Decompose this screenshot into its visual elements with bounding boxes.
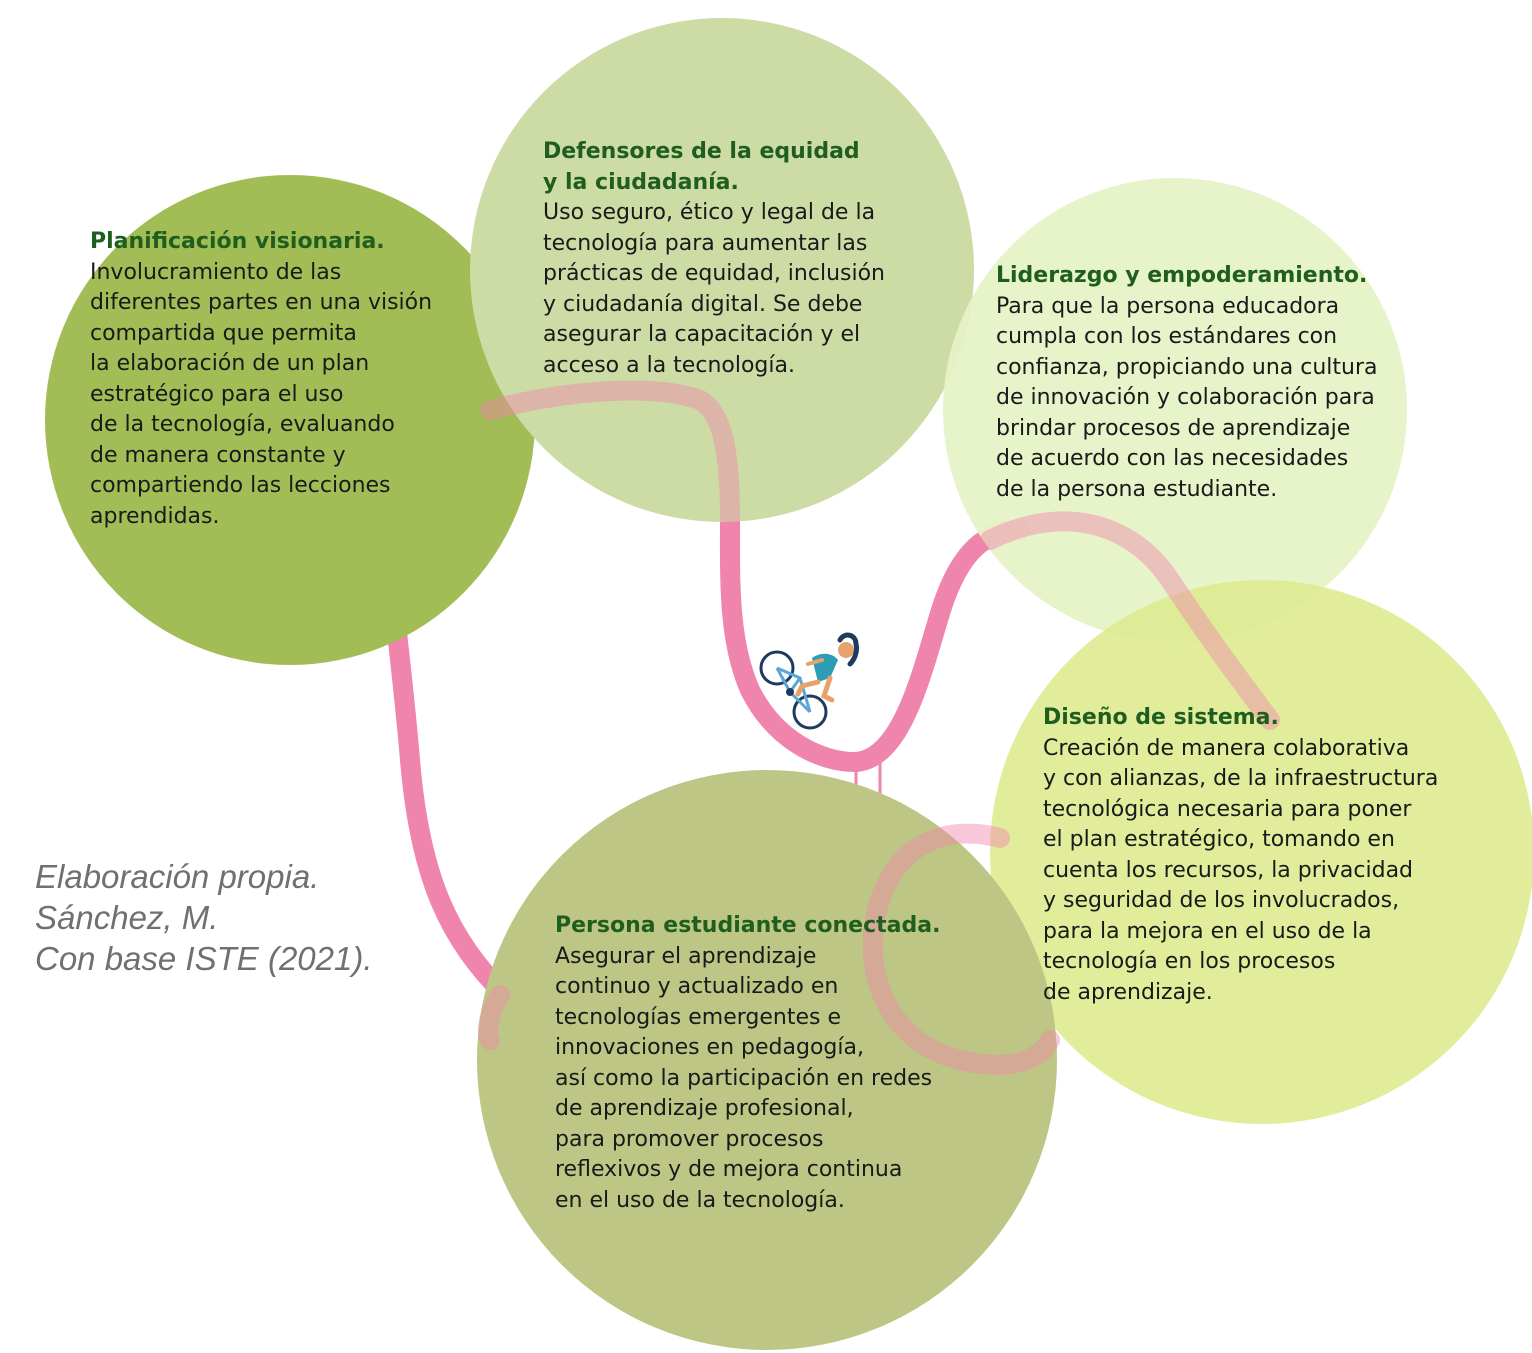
circle-diseno — [990, 580, 1532, 1124]
winding-path-overlay — [980, 511, 1280, 730]
block-line: el plan estratégico, tomando en — [1043, 827, 1395, 852]
block-line: compartida que permita — [90, 320, 357, 346]
block-line: compartiendo las lecciones — [90, 473, 391, 498]
block-line: prácticas de equidad, inclusión — [543, 261, 885, 286]
block-line: Creación de manera colaborativa — [1043, 735, 1410, 761]
block-line: y con alianzas, de la infraestructura — [1043, 766, 1439, 791]
block-line: de aprendizaje profesional, — [555, 1096, 854, 1121]
circle-persona — [477, 770, 1057, 1350]
block-title: Planificación visionaria. — [90, 229, 385, 254]
circle-planificacion — [45, 175, 535, 665]
block-line: de la persona estudiante. — [996, 476, 1278, 502]
source-credit: Elaboración propia. Sánchez, M. Con base… — [35, 856, 373, 979]
block-line: innovaciones en pedagogía, — [555, 1035, 864, 1060]
block-line: aprendidas. — [90, 503, 220, 529]
block-defensores: Defensores de la equidad y la ciudadanía… — [543, 137, 885, 381]
block-line: y ciudadanía digital. Se debe — [543, 291, 863, 317]
winding-path-overlay — [862, 823, 1060, 1075]
block-line: para la mejora en el uso de la — [1043, 918, 1372, 944]
block-title: Defensores de la equidad — [543, 139, 860, 164]
credit-line: Elaboración propia. — [35, 858, 320, 895]
block-line: confianza, propiciando una cultura — [996, 354, 1378, 380]
block-line: tecnología en los procesos — [1043, 949, 1336, 974]
block-line: Uso seguro, ético y legal de la — [543, 200, 876, 225]
block-title: y la ciudadanía. — [543, 169, 739, 195]
block-liderazgo: Liderazgo y empoderamiento. Para que la … — [996, 261, 1378, 505]
block-line: de la tecnología, evaluando — [90, 412, 395, 437]
block-line: la elaboración de un plan — [90, 351, 370, 376]
block-line: de innovación y colaboración para — [996, 385, 1375, 410]
credit-line: Con base ISTE (2021). — [35, 940, 373, 977]
block-line: reflexivos y de mejora continua — [555, 1157, 903, 1182]
circle-defensores — [470, 18, 974, 522]
circle-liderazgo — [943, 178, 1407, 642]
block-title: Liderazgo y empoderamiento. — [996, 263, 1368, 288]
block-line: tecnológica necesaria para poner — [1043, 796, 1412, 822]
block-line: Para que la persona educadora — [996, 293, 1340, 319]
block-line: asegurar la capacitación y el — [543, 322, 861, 347]
block-line: Asegurar el aprendizaje — [555, 943, 817, 969]
block-line: cumpla con los estándares con — [996, 324, 1338, 349]
block-title: Diseño de sistema. — [1043, 705, 1279, 730]
block-diseno: Diseño de sistema. Creación de manera co… — [1043, 703, 1438, 1008]
credit-line: Sánchez, M. — [35, 899, 219, 936]
block-title: Persona estudiante conectada. — [555, 913, 941, 938]
block-line: diferentes partes en una visión — [90, 290, 433, 315]
block-line: así como la participación en redes — [555, 1065, 933, 1091]
winding-path-overlay — [478, 985, 510, 1050]
block-line: en el uso de la tecnología. — [555, 1187, 845, 1213]
block-line: cuenta los recursos, la privacidad — [1043, 857, 1414, 883]
block-line: y seguridad de los involucrados, — [1043, 888, 1400, 913]
winding-path-segment — [719, 508, 1030, 773]
block-line: continuo y actualizado en — [555, 974, 839, 999]
block-persona: Persona estudiante conectada. Asegurar e… — [555, 911, 940, 1216]
block-planificacion: Planificación visionaria. Involucramient… — [90, 227, 432, 532]
block-line: Involucramiento de las — [90, 259, 342, 285]
block-line: brindar procesos de aprendizaje — [996, 415, 1351, 441]
cyclist-icon — [759, 632, 859, 730]
block-line: estratégico para el uso — [90, 381, 344, 407]
winding-path-overlay — [480, 380, 740, 528]
block-line: para promover procesos — [555, 1126, 824, 1152]
block-line: tecnologías emergentes e — [555, 1004, 841, 1030]
block-line: acceso a la tecnología. — [543, 352, 795, 378]
block-line: de aprendizaje. — [1043, 979, 1213, 1005]
block-line: tecnología para aumentar las — [543, 230, 868, 256]
block-line: de acuerdo con las necesidades — [996, 446, 1349, 471]
block-line: de manera constante y — [90, 442, 346, 468]
